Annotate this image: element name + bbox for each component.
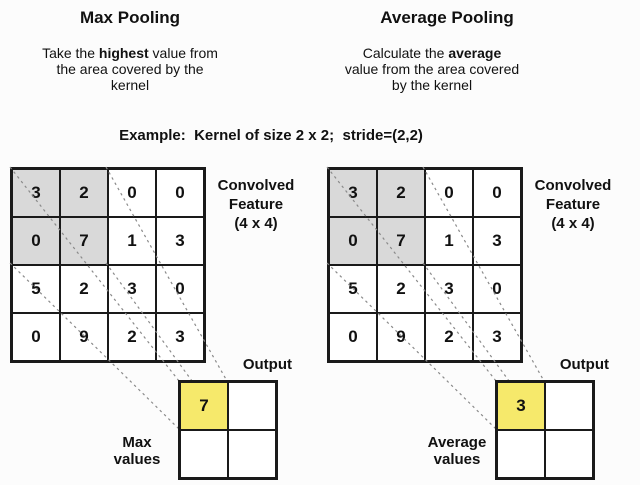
output-grid: 3 [495, 380, 595, 480]
grid-cell: 2 [377, 265, 425, 313]
grid-cell: 0 [12, 313, 60, 361]
desc-text: value from the area covered [344, 61, 520, 77]
desc-text: Take the [42, 45, 99, 61]
grid-cell-kernel: 2 [60, 169, 108, 217]
grid-cell: 0 [473, 265, 521, 313]
desc-text: kernel [110, 77, 150, 93]
feature-label-line: Feature [545, 196, 601, 213]
max-values-caption: Max values [95, 434, 179, 468]
grid-cell: 3 [108, 265, 156, 313]
output-cell [545, 382, 593, 430]
output-cell [497, 430, 545, 478]
desc-text: the area covered by the [56, 61, 204, 77]
output-cell [228, 382, 276, 430]
output-cell [228, 430, 276, 478]
grid-cell: 2 [108, 313, 156, 361]
output-label: Output [559, 356, 609, 373]
desc-bold-word: highest [98, 45, 149, 61]
output-cell-highlight: 3 [497, 382, 545, 430]
grid-cell: 9 [60, 313, 108, 361]
convolved-feature-grid: 3 2 0 0 0 7 1 3 5 2 3 0 0 9 2 3 [10, 167, 206, 363]
desc-text: Calculate the [362, 45, 449, 61]
output-cell-highlight: 7 [180, 382, 228, 430]
feature-label-line: Feature [228, 196, 284, 213]
average-values-caption: Average values [415, 434, 499, 468]
feature-label-line: (4 x 4) [234, 215, 278, 232]
grid-cell: 5 [329, 265, 377, 313]
caption-line: Max [122, 434, 152, 451]
output-cell [180, 430, 228, 478]
grid-cell-kernel: 0 [329, 217, 377, 265]
grid-cell: 3 [156, 217, 204, 265]
average-pooling-title: Average Pooling [380, 8, 514, 27]
grid-cell: 0 [156, 265, 204, 313]
desc-bold-word: average [448, 45, 502, 61]
grid-cell: 3 [473, 217, 521, 265]
convolved-feature-label: Convolved Feature (4 x 4) [208, 176, 304, 233]
feature-label-line: (4 x 4) [551, 215, 595, 232]
grid-cell: 0 [156, 169, 204, 217]
grid-cell: 1 [108, 217, 156, 265]
caption-line: values [433, 451, 481, 468]
feature-label-line: Convolved [217, 177, 295, 194]
output-cell [545, 430, 593, 478]
desc-text: value from [148, 45, 218, 61]
feature-label-line: Convolved [534, 177, 612, 194]
grid-cell-kernel: 3 [329, 169, 377, 217]
output-label: Output [242, 356, 292, 373]
example-caption: Example: Kernel of size 2 x 2; stride=(2… [119, 127, 423, 144]
grid-cell-kernel: 2 [377, 169, 425, 217]
grid-cell-kernel: 7 [60, 217, 108, 265]
grid-cell: 2 [60, 265, 108, 313]
grid-cell-kernel: 3 [12, 169, 60, 217]
max-pooling-title: Max Pooling [79, 8, 181, 27]
caption-line: values [113, 451, 161, 468]
grid-cell: 3 [425, 265, 473, 313]
grid-cell: 1 [425, 217, 473, 265]
grid-cell: 2 [425, 313, 473, 361]
output-grid: 7 [178, 380, 278, 480]
grid-cell: 0 [329, 313, 377, 361]
desc-text: by the kernel [391, 77, 473, 93]
grid-cell: 3 [156, 313, 204, 361]
grid-cell: 0 [108, 169, 156, 217]
grid-cell: 5 [12, 265, 60, 313]
caption-line: Average [427, 434, 487, 451]
grid-cell: 3 [473, 313, 521, 361]
grid-cell: 0 [473, 169, 521, 217]
grid-cell-kernel: 0 [12, 217, 60, 265]
grid-cell-kernel: 7 [377, 217, 425, 265]
convolved-feature-grid: 3 2 0 0 0 7 1 3 5 2 3 0 0 9 2 3 [327, 167, 523, 363]
grid-cell: 0 [425, 169, 473, 217]
grid-cell: 9 [377, 313, 425, 361]
convolved-feature-label: Convolved Feature (4 x 4) [525, 176, 621, 233]
